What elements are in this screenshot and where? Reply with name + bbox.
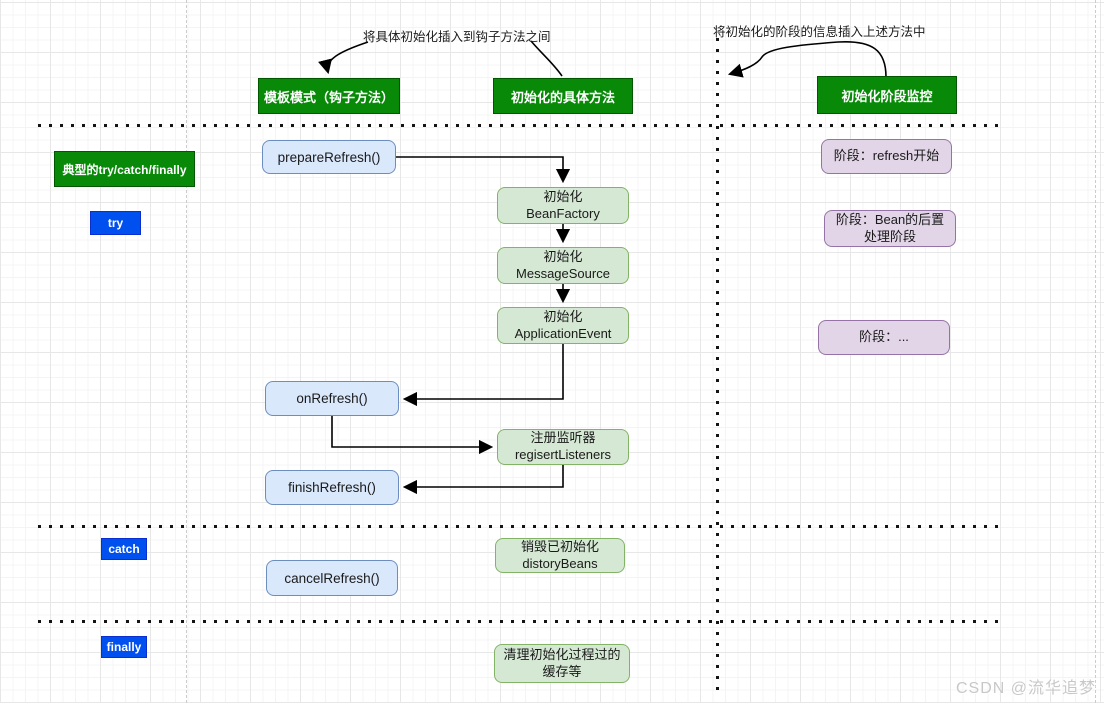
arrow-registerlisteners-to-finishrefresh [402,465,564,495]
method-prepare-refresh: prepareRefresh() [262,140,396,174]
header-concrete-init: 初始化的具体方法 [493,78,633,114]
arrow-onrefresh-to-registerlisteners [331,416,494,455]
header-template-mode: 模板模式（钩子方法） [258,78,400,114]
annotation-right: 将初始化的阶段的信息插入上述方法中 [713,25,926,39]
watermark: CSDN @流华追梦 [955,680,1096,697]
step-line: 初始化 [543,248,583,264]
step-init-applicationevent: 初始化 ApplicationEvent [497,307,629,344]
arrow-annotation-to-template-header [318,41,369,75]
step-line: 初始化 [543,308,583,324]
step-line: ApplicationEvent [514,325,612,341]
keyword-finally: finally [101,636,147,658]
header-phase-monitor: 初始化阶段监控 [817,76,957,114]
step-line: regisertListeners [514,447,612,462]
monitor-dotted-lifeline [716,38,719,690]
separator-finally [38,620,1004,623]
method-cancel-refresh: cancelRefresh() [266,560,398,596]
arrow-prepare-to-beanfactory [396,156,571,184]
arrow-applicationevent-to-onrefresh [402,344,564,407]
arrow-monitor-to-lifeline [727,40,887,78]
annotation-left: 将具体初始化插入到钩子方法之间 [363,30,551,44]
method-on-refresh: onRefresh() [265,381,399,416]
phase-line: 阶段：Bean的后置 [835,211,945,227]
keyword-catch: catch [101,538,147,560]
phase-line: 处理阶段 [863,228,916,244]
step-line: 销毁已初始化 [520,538,599,554]
method-finish-refresh: finishRefresh() [265,470,399,505]
step-line: 缓存等 [542,663,582,679]
step-line: 初始化 [543,188,583,204]
phase-bean-post: 阶段：Bean的后置 处理阶段 [824,210,956,247]
step-init-beanfactory: 初始化 BeanFactory [497,187,629,224]
keyword-try: try [90,211,141,235]
pagebreak-line-left [186,0,187,703]
phase-ellipsis: 阶段：... [818,320,950,355]
step-line: BeanFactory [526,205,600,221]
step-clean-cache: 清理初始化过程过的 缓存等 [494,644,630,683]
step-init-messagesource: 初始化 MessageSource [497,247,629,284]
header-typical-try-catch-finally: 典型的try/catch/finally [54,151,195,187]
step-destroy-beans: 销毁已初始化 distoryBeans [495,538,625,573]
step-line: 清理初始化过程过的 [503,646,621,662]
line-annotation-to-concrete-header [530,40,563,77]
step-line: MessageSource [516,265,610,281]
step-line: distoryBeans [522,555,598,571]
separator-top [38,124,1004,127]
pagebreak-line-right [1095,0,1096,703]
phase-refresh-start: 阶段：refresh开始 [821,139,952,174]
step-register-listeners: 注册监听器 regisertListeners [497,429,629,465]
separator-catch [38,525,1004,528]
step-line: 注册监听器 [530,430,596,446]
